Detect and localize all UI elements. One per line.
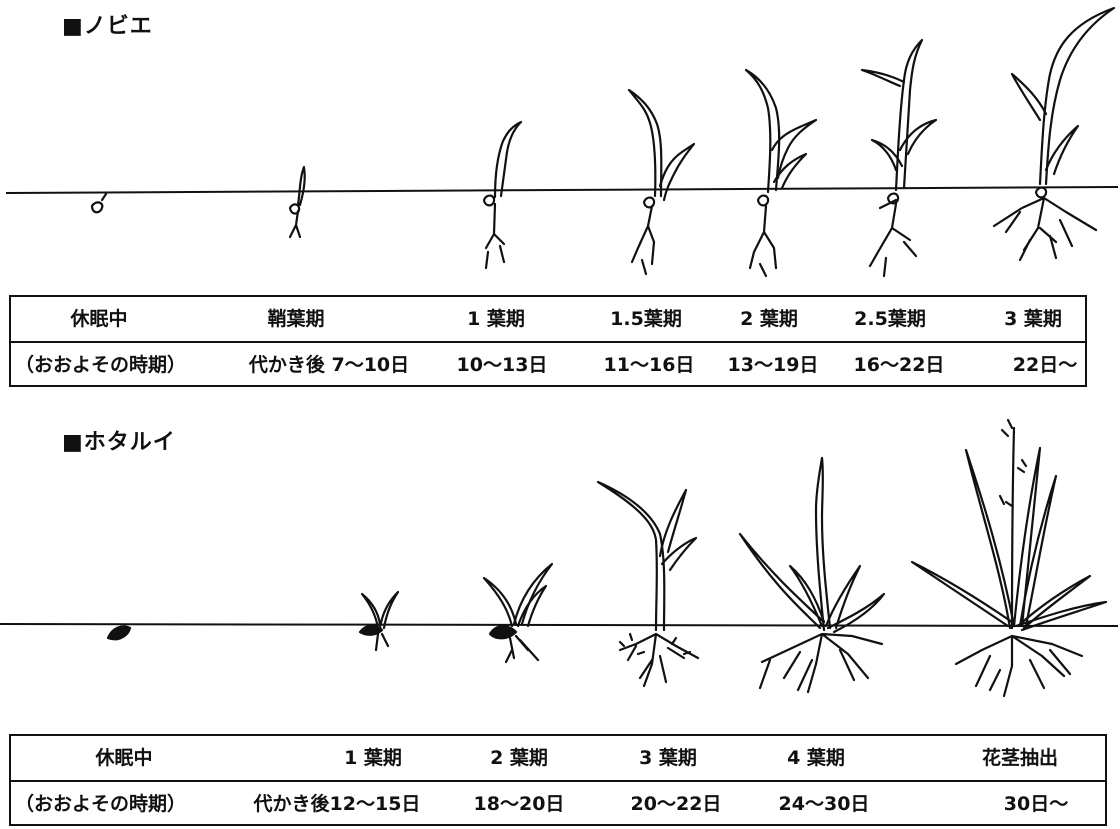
nobie-timing-3-leaf: 22日～ xyxy=(1012,354,1078,376)
nobie-coleoptile-stage xyxy=(288,165,306,239)
hotarui-stage-4-leaf: 4 葉期 xyxy=(787,747,845,769)
nobie-section-title: ■ノビエ xyxy=(62,14,153,39)
nobie-1-leaf-stage xyxy=(482,120,523,270)
nobie-timing-1.5-leaf: 11～16日 xyxy=(603,354,695,376)
nobie-2.5-leaf-stage xyxy=(860,38,938,278)
hotarui-2-leaf-stage xyxy=(482,562,554,664)
hotarui-timing-label: （おおよその時期） xyxy=(15,793,187,815)
hotarui-timing-4-leaf: 24～30日 xyxy=(778,793,870,815)
nobie-stage-dormant: 休眠中 xyxy=(70,308,128,330)
nobie-stage-1.5-leaf: 1.5葉期 xyxy=(610,308,682,330)
hotarui-stage-table: 休眠中 1 葉期 2 葉期 3 葉期 4 葉期 花茎抽出 （おおよその時期） 代… xyxy=(9,734,1107,826)
hotarui-stage-2-leaf: 2 葉期 xyxy=(490,747,548,769)
nobie-stage-2-leaf: 2 葉期 xyxy=(740,308,798,330)
hotarui-1-leaf-stage xyxy=(358,590,400,652)
nobie-timing-label: （おおよその時期） xyxy=(15,354,187,376)
hotarui-stage-row: 休眠中 1 葉期 2 葉期 3 葉期 4 葉期 花茎抽出 xyxy=(11,736,1105,780)
nobie-1.5-leaf-stage xyxy=(627,88,696,276)
hotarui-seed-dormant xyxy=(106,625,132,641)
nobie-2-leaf-stage xyxy=(744,68,818,278)
hotarui-stage-1-leaf: 1 葉期 xyxy=(344,747,402,769)
nobie-ground-line xyxy=(5,186,1119,194)
hotarui-timing-flower-stalk: 30日～ xyxy=(1003,793,1069,815)
hotarui-timing-2-leaf: 18～20日 xyxy=(473,793,565,815)
hotarui-timing-row: （おおよその時期） 代かき後12～15日 18～20日 20～22日 24～30… xyxy=(11,780,1105,826)
hotarui-stage-dormant: 休眠中 xyxy=(95,747,153,769)
hotarui-4-leaf-stage xyxy=(738,456,886,694)
nobie-stage-coleoptile: 鞘葉期 xyxy=(267,308,325,330)
nobie-3-leaf-stage xyxy=(992,6,1116,262)
nobie-timing-1-leaf: 10～13日 xyxy=(456,354,548,376)
hotarui-3-leaf-stage xyxy=(596,480,700,688)
nobie-timing-coleoptile: 代かき後 7～10日 xyxy=(248,354,410,376)
nobie-stage-row: 休眠中 鞘葉期 1 葉期 1.5葉期 2 葉期 2.5葉期 3 葉期 xyxy=(11,297,1085,341)
hotarui-ground-line xyxy=(0,623,1119,627)
hotarui-stage-3-leaf: 3 葉期 xyxy=(639,747,697,769)
nobie-stage-1-leaf: 1 葉期 xyxy=(467,308,525,330)
nobie-timing-row: （おおよその時期） 代かき後 7～10日 10～13日 11～16日 13～19… xyxy=(11,341,1085,387)
nobie-stage-2.5-leaf: 2.5葉期 xyxy=(854,308,926,330)
hotarui-section-title: ■ホタルイ xyxy=(62,430,176,455)
nobie-stage-3-leaf: 3 葉期 xyxy=(1004,308,1062,330)
nobie-timing-2.5-leaf: 16～22日 xyxy=(853,354,945,376)
hotarui-flower-stalk-stage xyxy=(910,418,1108,698)
hotarui-timing-1-leaf: 代かき後12～15日 xyxy=(253,793,421,815)
hotarui-timing-3-leaf: 20～22日 xyxy=(630,793,722,815)
nobie-stage-table: 休眠中 鞘葉期 1 葉期 1.5葉期 2 葉期 2.5葉期 3 葉期 （おおよそ… xyxy=(9,295,1087,387)
nobie-seed-dormant xyxy=(90,192,108,214)
hotarui-stage-flower-stalk: 花茎抽出 xyxy=(981,747,1059,769)
nobie-timing-2-leaf: 13～19日 xyxy=(727,354,819,376)
